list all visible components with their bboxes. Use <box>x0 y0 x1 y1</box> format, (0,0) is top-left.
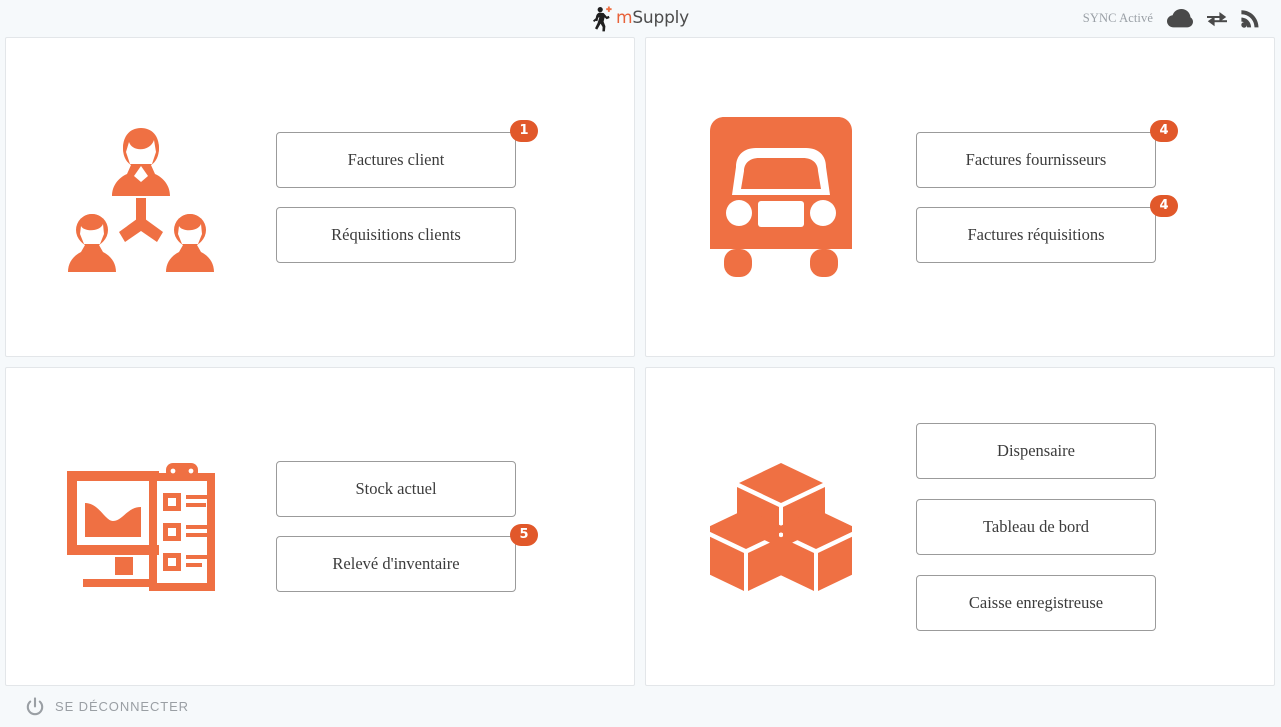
customers-group-icon <box>66 122 216 272</box>
rss-signal-icon[interactable] <box>1241 9 1261 28</box>
stocktake-badge: 5 <box>510 524 538 546</box>
supplier-requisitions-button[interactable]: Factures réquisitions <box>916 206 1156 263</box>
stocktake-button-wrap: Relevé d'inventaire 5 <box>276 524 538 592</box>
stacked-cubes-icon <box>710 461 852 593</box>
stock-card-icon-area <box>6 461 276 593</box>
dashboard-button[interactable]: Tableau de bord <box>916 498 1156 555</box>
supplier-invoices-button[interactable]: Factures fournisseurs <box>916 131 1156 188</box>
supplier-requisitions-badge: 4 <box>1150 194 1178 217</box>
running-man-medical-logo-icon <box>592 6 614 32</box>
sync-exchange-icon[interactable] <box>1207 10 1227 28</box>
modules-card-icon-area <box>646 461 916 593</box>
customer-invoices-button[interactable]: Factures client <box>276 131 516 188</box>
dispensary-button-wrap: Dispensaire <box>916 422 1156 479</box>
logout-button[interactable]: SE DÉCONNECTER <box>25 696 189 717</box>
suppliers-card-buttons: Factures fournisseurs 4 Factures réquisi… <box>916 119 1274 263</box>
app-header: mSupply SYNC Activé <box>0 0 1281 37</box>
customer-invoices-button-wrap: Factures client 1 <box>276 119 538 188</box>
app-footer: SE DÉCONNECTER <box>0 686 1281 727</box>
customers-card: Factures client 1 Réquisitions clients <box>5 37 635 357</box>
cloud-icon[interactable] <box>1167 9 1193 28</box>
logout-label: SE DÉCONNECTER <box>55 699 189 714</box>
dashboard-button-wrap: Tableau de bord <box>916 498 1156 555</box>
customer-invoices-badge: 1 <box>510 119 538 142</box>
supplier-requisitions-button-wrap: Factures réquisitions 4 <box>916 194 1178 263</box>
stock-card: Stock actuel Relevé d'inventaire 5 <box>5 367 635 686</box>
suppliers-card: Factures fournisseurs 4 Factures réquisi… <box>645 37 1275 357</box>
modules-card-buttons: Dispensaire Tableau de bord Caisse enreg… <box>916 422 1274 631</box>
customers-card-icon-area <box>6 122 276 272</box>
cash-register-button[interactable]: Caisse enregistreuse <box>916 574 1156 631</box>
brand-name-m: m <box>615 8 633 28</box>
supplier-invoices-button-wrap: Factures fournisseurs 4 <box>916 119 1178 188</box>
suppliers-card-icon-area <box>646 117 916 277</box>
supplier-invoices-badge: 4 <box>1150 119 1178 142</box>
modules-card: Dispensaire Tableau de bord Caisse enreg… <box>645 367 1275 686</box>
power-icon <box>25 696 45 717</box>
current-stock-button-wrap: Stock actuel <box>276 461 516 517</box>
header-status-area: SYNC Activé <box>1083 0 1261 37</box>
stocktake-button[interactable]: Relevé d'inventaire <box>276 536 516 592</box>
brand-name-supply: Supply <box>632 8 690 28</box>
stock-card-buttons: Stock actuel Relevé d'inventaire 5 <box>276 461 634 592</box>
monitor-clipboard-icon <box>65 461 217 593</box>
customer-requisitions-button[interactable]: Réquisitions clients <box>276 206 516 263</box>
brand-logo: mSupply <box>592 0 689 37</box>
customers-card-buttons: Factures client 1 Réquisitions clients <box>276 119 634 263</box>
dispensary-button[interactable]: Dispensaire <box>916 422 1156 479</box>
module-grid: Factures client 1 Réquisitions clients <box>5 37 1276 686</box>
sync-status-label: SYNC Activé <box>1082 11 1153 25</box>
customer-requisitions-button-wrap: Réquisitions clients <box>276 206 516 263</box>
current-stock-button[interactable]: Stock actuel <box>276 461 516 517</box>
cash-register-button-wrap: Caisse enregistreuse <box>916 574 1156 631</box>
delivery-truck-icon <box>706 117 856 277</box>
